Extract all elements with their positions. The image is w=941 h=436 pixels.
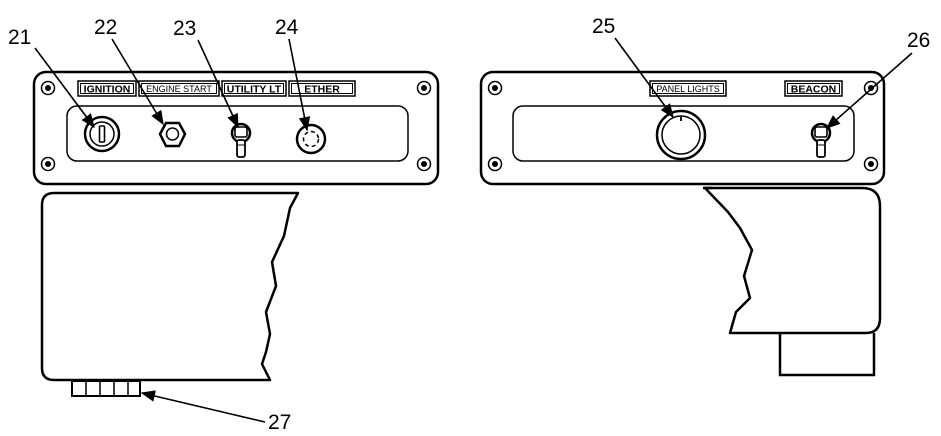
callout-24-number: 24 [275,16,299,39]
left-panel-frame [32,70,440,186]
right-housing-outline [703,186,882,335]
screw-icon [487,80,503,96]
callout-21-number: 21 [8,26,31,49]
panel-lights-knob-icon [655,109,707,161]
callout-23: 23 [173,17,239,129]
screw-icon [863,156,879,172]
right-control-panel: PANEL LIGHTS BEACON [479,70,886,186]
callout-22-number: 22 [94,16,117,39]
callout-27: 27 [140,390,291,434]
left-control-panel: IGNITION ENGINE START UTILITY LT ETHER [32,70,440,186]
beacon-label: BEACON [791,84,837,96]
ignition-label-plate: IGNITION [77,80,137,97]
panel-lights-label-plate: PANEL LIGHTS [649,80,727,97]
screw-icon [416,156,432,172]
screw-icon [487,156,503,172]
callout-23-number: 23 [173,17,196,40]
callout-26: 26 [825,29,930,129]
beacon-toggle-icon [810,122,832,158]
ether-label: ETHER [304,84,340,96]
left-panel-inset [66,105,409,162]
engine-start-label: ENGINE START [146,84,212,94]
connector-icon [71,380,141,397]
engine-start-label-plate: ENGINE START [138,80,220,97]
screw-icon [416,80,432,96]
screw-icon [40,80,56,96]
utility-lt-label: UTILITY LT [227,84,282,96]
screw-icon [40,156,56,172]
ignition-key-switch-icon [83,115,121,153]
callout-21: 21 [8,26,95,129]
callout-26-number: 26 [907,29,930,52]
callout-25-number: 25 [592,15,615,38]
left-housing-outline [40,191,300,382]
utility-lt-label-plate: UTILITY LT [221,80,287,97]
callout-22: 22 [94,16,164,126]
right-housing-base [778,333,876,377]
right-panel-frame [479,70,886,186]
ignition-label: IGNITION [84,84,131,96]
callout-27-number: 27 [268,411,291,434]
panel-lights-label: PANEL LIGHTS [656,84,720,94]
callout-24: 24 [275,16,311,132]
ether-label-plate: ETHER [288,80,356,97]
callout-25: 25 [592,15,674,119]
ether-button-icon [295,123,327,155]
utility-light-toggle-icon [230,122,252,158]
engine-start-button-icon [158,121,187,148]
right-panel-inset [512,105,855,162]
beacon-label-plate: BEACON [784,80,843,97]
